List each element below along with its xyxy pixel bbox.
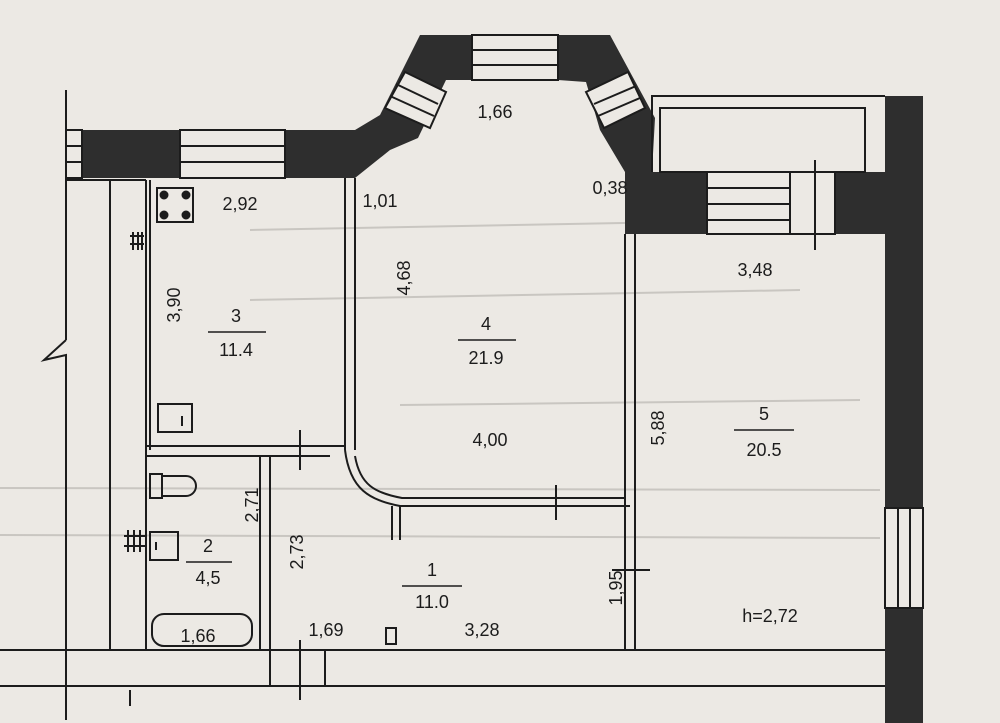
dim-bath-length: 2,71: [242, 487, 262, 522]
bathtub-icon: [151, 613, 253, 647]
wall-top-left: [82, 130, 180, 178]
hall-fixture-icon: [385, 627, 397, 645]
room-4-number: 4: [481, 314, 491, 334]
stove-icon: [156, 187, 194, 223]
balcony: [651, 95, 885, 173]
dim-hall-entry: 1,69: [308, 620, 343, 640]
wall-room5-top-left: [625, 172, 707, 234]
interior-walls: [0, 160, 885, 706]
dim-room4-width: 4,00: [472, 430, 507, 450]
dim-kitchen-length: 3,90: [164, 287, 184, 322]
toilet-icon: [149, 473, 197, 499]
windows: [65, 34, 924, 609]
room-2-area: 4,5: [195, 568, 220, 588]
dim-bay-right-offset: 0,38: [592, 178, 627, 198]
dim-room5-length: 5,88: [648, 410, 668, 445]
room-3-area: 11.4: [219, 340, 253, 360]
dim-room4-length: 4,68: [394, 260, 414, 295]
dim-hall-right-length: 1,95: [606, 570, 626, 605]
room-5-number: 5: [759, 404, 769, 424]
dim-bathtub: 1,66: [180, 626, 215, 646]
dim-hall-length: 2,73: [287, 534, 307, 569]
corridor-lines: [40, 90, 146, 720]
wall-right: [885, 96, 923, 508]
wall-top-mid: [285, 130, 355, 178]
wall-room5-top-right: [835, 172, 885, 234]
room-labels: 3 11.4 4 21.9 5 20.5 2 4,5 1 11.0: [186, 306, 794, 612]
dimension-labels: 1,66 2,92 1,01 0,38 3,90 4,68 3,48 4,00 …: [164, 102, 798, 646]
radiator-bath-icon: [124, 530, 146, 552]
kitchen-sink-icon: [157, 403, 193, 433]
bathroom-sink-icon: [149, 531, 179, 561]
wall-right-lower: [885, 608, 923, 723]
dim-room5-width: 3,48: [737, 260, 772, 280]
dim-bay-width: 1,66: [477, 102, 512, 122]
room-3-number: 3: [231, 306, 241, 326]
room-4-area: 21.9: [468, 348, 503, 368]
dim-kitchen-width: 2,92: [222, 194, 257, 214]
radiator-icon: [130, 232, 144, 250]
room-1-number: 1: [427, 560, 437, 580]
room-2-number: 2: [203, 536, 213, 556]
dim-bay-left-offset: 1,01: [362, 191, 397, 211]
room-1-area: 11.0: [415, 592, 449, 612]
dim-hall-width: 3,28: [464, 620, 499, 640]
room-5-area: 20.5: [746, 440, 781, 460]
fixtures: [124, 187, 397, 647]
ceiling-height: h=2,72: [742, 606, 798, 626]
